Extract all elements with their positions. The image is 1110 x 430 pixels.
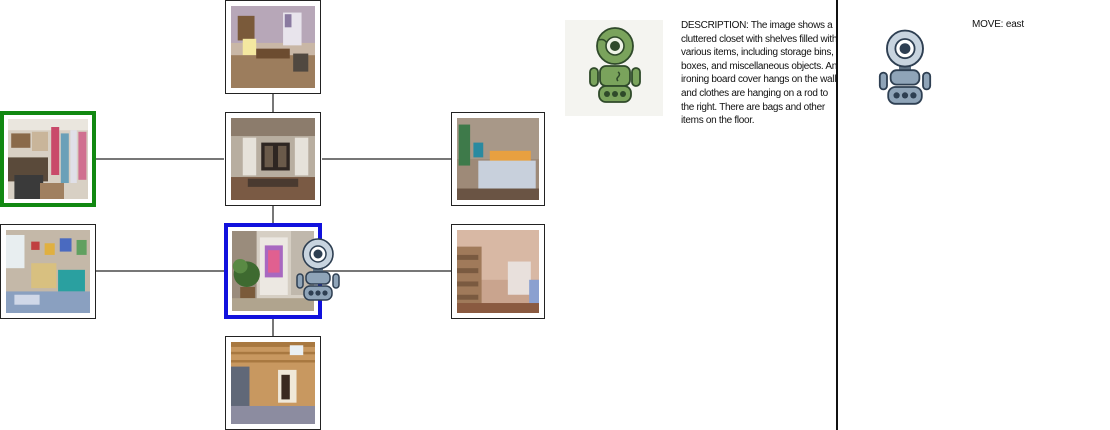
room-tile-west[interactable] [0,111,96,207]
room-photo-bedroom-bed [457,118,539,200]
panel-divider [836,0,838,430]
room-photo-stairs [457,230,539,313]
edge-current-southeast [322,270,452,272]
room-tile-south[interactable] [225,336,321,430]
edge-west-center [96,158,224,160]
edge-north-center [272,94,274,112]
room-photo-hall [231,118,315,200]
agent-robot-icon [293,238,343,304]
room-tile-center[interactable] [225,112,321,206]
description-panel [565,20,663,116]
room-photo-playroom [6,230,90,313]
move-action-text: MOVE: east [972,19,1024,30]
edge-center-current [272,206,274,223]
green-robot-icon [585,26,645,104]
room-tile-east[interactable] [451,112,545,206]
room-tile-southeast[interactable] [451,224,545,319]
edge-center-east [322,158,452,160]
room-photo-closet [8,119,88,199]
edge-southwest-current [96,270,224,272]
room-tile-southwest[interactable] [0,224,96,319]
description-text: DESCRIPTION: The image shows a cluttered… [681,20,839,127]
edge-current-south [272,319,274,336]
room-photo-cabin [231,342,315,424]
room-tile-north[interactable] [225,0,321,94]
room-photo-bedroom [231,6,315,88]
action-robot-icon [875,29,935,109]
